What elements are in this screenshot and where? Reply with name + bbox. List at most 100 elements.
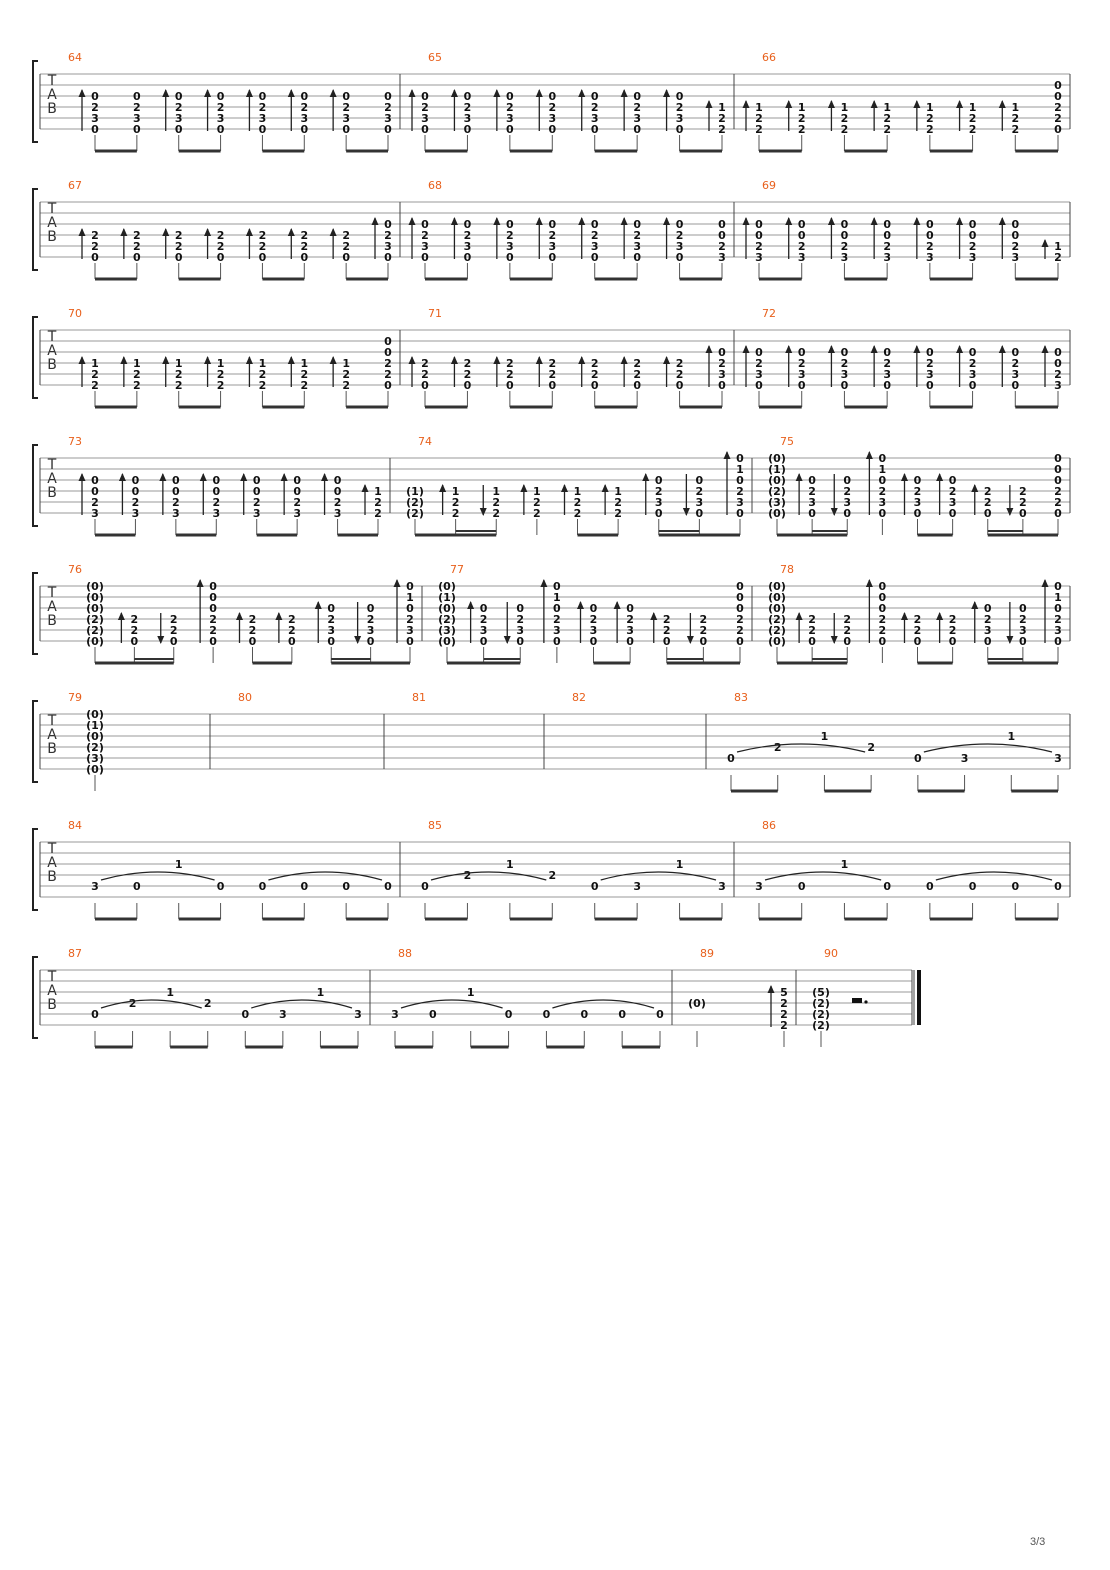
beat: (0) (688, 997, 706, 1047)
fret-number: 3 (384, 112, 392, 125)
arrowhead-icon (901, 473, 908, 481)
fret-number: (2) (438, 613, 456, 626)
beat: (5)(2)(2)(2) (812, 986, 830, 1047)
arrowhead-icon (578, 356, 586, 364)
fret-number: 0 (841, 346, 849, 359)
fret-number: 0 (553, 580, 561, 593)
fret-number: 2 (217, 101, 225, 114)
fret-number: 1 (574, 485, 582, 498)
arrowhead-icon (204, 228, 212, 236)
fret-number: 2 (452, 507, 460, 520)
fret-number: 2 (718, 123, 726, 136)
fret-number: 0 (843, 474, 851, 487)
fret-number: 2 (879, 613, 887, 626)
beat: 122 (870, 100, 891, 151)
fret-number: 0 (1054, 123, 1062, 136)
beat: 220 (117, 612, 139, 663)
fret-number: 3 (969, 251, 977, 264)
measure-number: 70 (68, 307, 82, 320)
fret-number: 2 (172, 496, 180, 509)
measure: 76(0)(0)(0)(2)(2)(0)22022000022022022002… (39, 563, 423, 665)
fret-number: 0 (1011, 880, 1019, 893)
fret-number: 2 (984, 613, 992, 626)
fret-number: 0 (969, 379, 977, 392)
page-number: 3/3 (1030, 1536, 1046, 1548)
fret-number: 1 (1054, 591, 1062, 604)
measure: 75(0)(1)(0)(2)(3)(0)02300230010230023002… (768, 435, 1071, 537)
fret-number: 0 (172, 474, 180, 487)
fret-number: 0 (969, 880, 977, 893)
fret-number: 2 (175, 379, 183, 392)
fret-number: (2) (768, 624, 786, 637)
fret-number: 3 (480, 624, 488, 637)
fret-number: 0 (217, 251, 225, 264)
fret-number: (0) (688, 997, 706, 1010)
fret-number: 2 (798, 112, 806, 125)
system-bracket (32, 700, 38, 783)
fret-number: 0 (718, 346, 726, 359)
arrowhead-icon (117, 612, 125, 620)
fret-number: 0 (217, 880, 225, 893)
fret-number: 0 (334, 474, 342, 487)
fret-number: 3 (755, 880, 763, 893)
fret-number: 0 (367, 635, 375, 648)
arrowhead-icon (393, 579, 401, 587)
arrowhead-icon (287, 356, 295, 364)
fret-number: 3 (1011, 251, 1019, 264)
fret-number: 3 (91, 507, 99, 520)
fret-number: 2 (421, 368, 429, 381)
tab-clef-letter: B (47, 101, 57, 117)
measure-number: 86 (762, 819, 776, 832)
fret-number: 0 (1054, 90, 1062, 103)
fret-number: 1 (506, 858, 514, 871)
fret-number: (1) (406, 485, 424, 498)
arrowhead-icon (120, 356, 128, 364)
fret-number: 0 (133, 123, 141, 136)
fret-number: 0 (480, 635, 488, 648)
fret-number: 0 (506, 123, 514, 136)
fret-number: (0) (86, 580, 104, 593)
tab-clef-letter: T (47, 969, 57, 985)
fret-number: (0) (768, 602, 786, 615)
fret-number: 0 (655, 474, 663, 487)
fret-number: 0 (91, 1008, 99, 1021)
fret-number: 0 (406, 635, 414, 648)
fret-number: 0 (727, 752, 735, 765)
fret-number: 3 (354, 1008, 362, 1021)
fret-number: (2) (86, 624, 104, 637)
fret-number: 3 (391, 1008, 399, 1021)
fret-number: 2 (384, 368, 392, 381)
system-bracket (32, 316, 38, 399)
measure-number: 64 (68, 51, 82, 64)
arrowhead-icon (1006, 636, 1014, 644)
fret-number: 0 (421, 379, 429, 392)
fret-number: 0 (841, 229, 849, 242)
arrowhead-icon (705, 345, 713, 353)
fret-number: (0) (768, 452, 786, 465)
fret-number: 2 (175, 368, 183, 381)
fret-number: 0 (580, 1008, 588, 1021)
fret-number: 2 (718, 240, 726, 253)
arrowhead-icon (1041, 345, 1049, 353)
fret-number: 2 (949, 624, 957, 637)
fret-number: 0 (1054, 635, 1062, 648)
fret-number: 3 (548, 240, 556, 253)
fret-number: 0 (1054, 452, 1062, 465)
arrowhead-icon (535, 217, 543, 225)
fret-number: 2 (676, 368, 684, 381)
beat: 220 (830, 613, 851, 663)
fret-number: 2 (506, 368, 514, 381)
fret-number: 2 (91, 496, 99, 509)
fret-number: 2 (204, 997, 212, 1010)
fret-number: 0 (663, 635, 671, 648)
fret-number: 2 (516, 613, 524, 626)
